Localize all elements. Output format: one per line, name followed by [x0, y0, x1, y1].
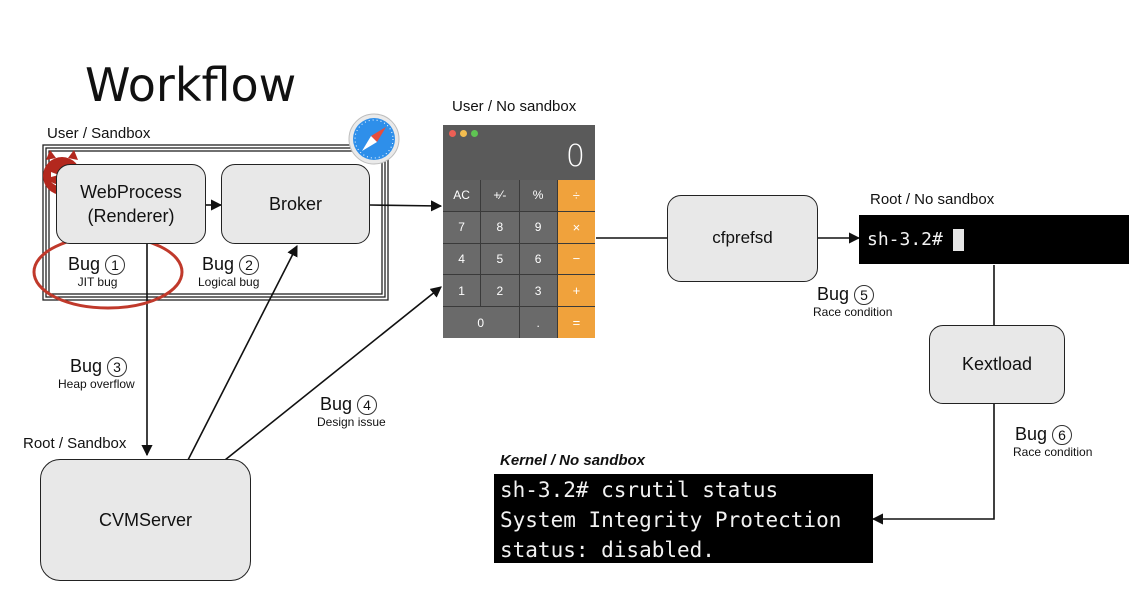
- node-webprocess-line2: (Renderer): [87, 206, 175, 226]
- label-root-sandbox: Root / Sandbox: [23, 435, 127, 452]
- window-controls: [449, 130, 478, 137]
- bug-5-number: 5: [854, 284, 875, 305]
- terminal-cursor: [952, 228, 964, 251]
- bug-6-number: 6: [1052, 424, 1073, 445]
- key-multiply[interactable]: ×: [557, 211, 595, 243]
- key-divide[interactable]: ÷: [557, 180, 595, 211]
- node-webprocess: WebProcess (Renderer): [56, 164, 206, 244]
- bug-2-label: Bug: [202, 254, 235, 274]
- key-6[interactable]: 6: [519, 243, 557, 275]
- key-0[interactable]: 0: [443, 307, 519, 338]
- bug-5-desc: Race condition: [813, 305, 893, 319]
- kernel-terminal-line2: System Integrity Protection: [500, 508, 842, 532]
- key-1[interactable]: 1: [443, 275, 481, 307]
- node-cvmserver: CVMServer: [40, 459, 251, 581]
- key-2[interactable]: 2: [481, 275, 519, 307]
- bug-2-number: 2: [239, 254, 260, 275]
- kernel-terminal-line1: sh-3.2# csrutil status: [500, 478, 779, 502]
- bug-1-desc: JIT bug: [77, 275, 118, 289]
- key-9[interactable]: 9: [519, 211, 557, 243]
- key-minus[interactable]: −: [557, 243, 595, 275]
- key-ac[interactable]: AC: [443, 180, 481, 211]
- key-3[interactable]: 3: [519, 275, 557, 307]
- bug-2-desc: Logical bug: [198, 275, 260, 289]
- key-4[interactable]: 4: [443, 243, 481, 275]
- sandbox-frame-outer: [42, 144, 389, 301]
- calculator-keypad: AC +⁄- % ÷ 7 8 9 × 4 5 6 − 1 2 3 + 0 . =: [443, 180, 595, 338]
- bug-1-label: Bug: [68, 254, 101, 274]
- bug-4-desc: Design issue: [317, 415, 386, 429]
- node-broker-label: Broker: [268, 193, 322, 214]
- key-5[interactable]: 5: [481, 243, 519, 275]
- key-8[interactable]: 8: [481, 211, 519, 243]
- bug-1-number: 1: [105, 254, 126, 275]
- label-user-no-sandbox: User / No sandbox: [452, 98, 577, 115]
- bug-4-number: 4: [357, 394, 378, 415]
- key-plus[interactable]: +: [557, 275, 595, 307]
- label-root-no-sandbox: Root / No sandbox: [870, 191, 995, 208]
- bug-3-desc: Heap overflow: [58, 377, 135, 391]
- arrow-broker-calc: [369, 200, 443, 212]
- root-terminal: sh-3.2#: [859, 215, 1129, 264]
- bug-3-label: Bug: [70, 356, 103, 376]
- bug-3-number: 3: [107, 356, 128, 377]
- node-kextload: Kextload: [929, 325, 1065, 404]
- zoom-icon[interactable]: [471, 130, 478, 137]
- key-percent[interactable]: %: [519, 180, 557, 211]
- close-icon[interactable]: [449, 130, 456, 137]
- page-title: Workflow: [85, 58, 297, 112]
- bug-4-label: Bug: [320, 394, 353, 414]
- calculator-app: 0 AC +⁄- % ÷ 7 8 9 × 4 5 6 − 1 2 3 + 0 .…: [443, 125, 595, 338]
- node-cfprefsd: cfprefsd: [667, 195, 818, 282]
- node-webprocess-line1: WebProcess: [80, 181, 182, 202]
- node-cvmserver-label: CVMServer: [98, 509, 192, 530]
- minimize-icon[interactable]: [460, 130, 467, 137]
- safari-icon: [348, 113, 400, 165]
- sandbox-frame-middle: [45, 147, 386, 298]
- label-user-sandbox: User / Sandbox: [47, 125, 151, 142]
- key-decimal[interactable]: .: [519, 307, 557, 338]
- root-terminal-prompt: sh-3.2#: [867, 229, 943, 250]
- arrow-kextload-kernel: [871, 404, 995, 525]
- node-broker: Broker: [221, 164, 370, 244]
- sandbox-frame-inner: [48, 150, 383, 295]
- kernel-terminal: sh-3.2# csrutil status System Integrity …: [494, 474, 873, 563]
- label-kernel-no-sandbox: Kernel / No sandbox: [500, 452, 646, 469]
- bug-5-label: Bug: [817, 284, 850, 304]
- node-kextload-label: Kextload: [961, 354, 1033, 375]
- kernel-terminal-line3: status: disabled.: [500, 538, 715, 562]
- key-sign[interactable]: +⁄-: [481, 180, 519, 211]
- node-cfprefsd-label: cfprefsd: [712, 228, 773, 248]
- arrow-cvmserver-calc: [224, 286, 442, 461]
- calculator-display: 0: [443, 125, 595, 180]
- bug-6-desc: Race condition: [1013, 445, 1093, 459]
- arrow-cvmserver-broker: [187, 245, 298, 461]
- calculator-value: 0: [565, 139, 585, 174]
- key-7[interactable]: 7: [443, 211, 481, 243]
- key-equals[interactable]: =: [557, 307, 595, 338]
- bug-6-label: Bug: [1015, 424, 1048, 444]
